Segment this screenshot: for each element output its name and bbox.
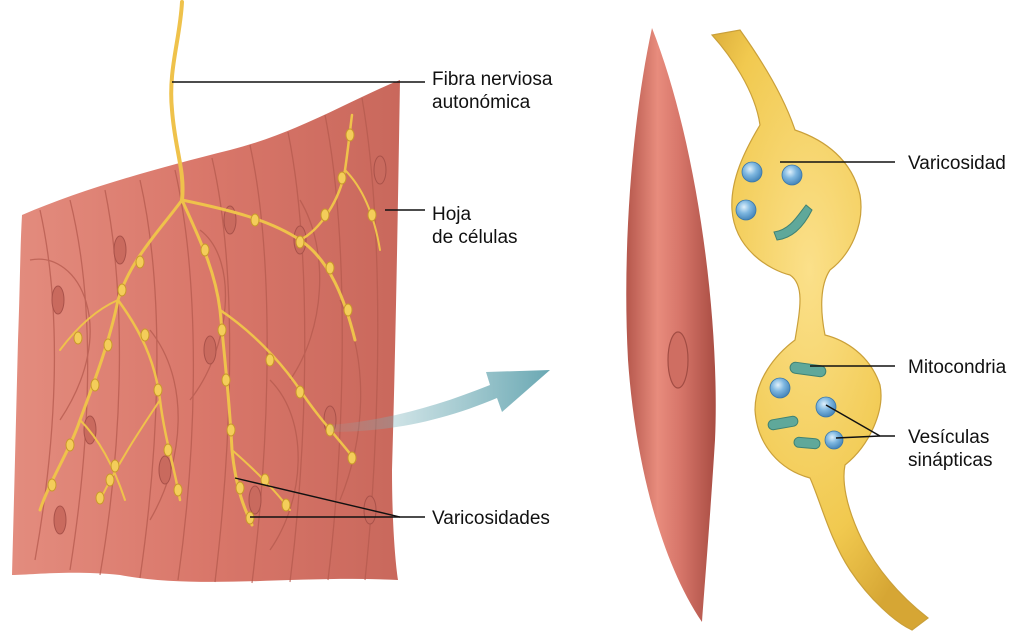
- label-autonomic-nerve-fiber: Fibra nerviosa autonómica: [432, 68, 552, 114]
- label-synaptic-vesicles-line2: sinápticas: [908, 449, 993, 472]
- label-autonomic-nerve-fiber-line1: Fibra nerviosa: [432, 68, 552, 91]
- label-cell-sheet: Hoja de células: [432, 203, 518, 249]
- axon-enlarged: [712, 30, 928, 630]
- label-synaptic-vesicles-line1: Vesículas: [908, 426, 993, 449]
- label-synaptic-vesicles: Vesículas sinápticas: [908, 426, 993, 472]
- label-cell-sheet-line2: de células: [432, 226, 518, 249]
- muscle-cell-sheet: [12, 80, 400, 583]
- label-varicosity: Varicosidad: [908, 152, 1006, 175]
- label-varicosities: Varicosidades: [432, 507, 550, 530]
- label-mitochondria: Mitocondria: [908, 356, 1006, 379]
- single-smooth-muscle-cell: [626, 28, 715, 622]
- label-autonomic-nerve-fiber-line2: autonómica: [432, 91, 552, 114]
- label-cell-sheet-line1: Hoja: [432, 203, 518, 226]
